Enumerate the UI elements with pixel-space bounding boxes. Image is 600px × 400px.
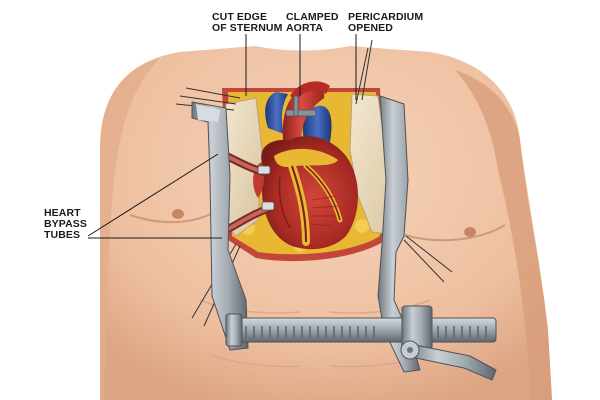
leader-lines (87, 34, 357, 239)
label-line: CUT EDGE (212, 11, 268, 23)
label-cut-edge-of-sternum: CUT EDGE OF STERNUM (212, 12, 282, 34)
label-line: CLAMPED (286, 11, 339, 23)
label-clamped-aorta: CLAMPED AORTA (286, 12, 339, 34)
sternal-retractor (191, 95, 497, 381)
label-pericardium-opened: PERICARDIUM OPENED (348, 12, 423, 34)
label-line: AORTA (286, 22, 324, 34)
label-line: TUBES (44, 229, 81, 241)
heart-organ (253, 81, 358, 250)
label-line: OPENED (348, 22, 393, 34)
label-heart-bypass-tubes: HEART BYPASS TUBES (44, 208, 87, 241)
aortic-clamp (285, 95, 317, 117)
label-line: HEART (44, 207, 81, 219)
label-line: OF STERNUM (212, 22, 283, 34)
label-line: PERICARDIUM (348, 11, 424, 23)
label-line: BYPASS (44, 218, 87, 230)
